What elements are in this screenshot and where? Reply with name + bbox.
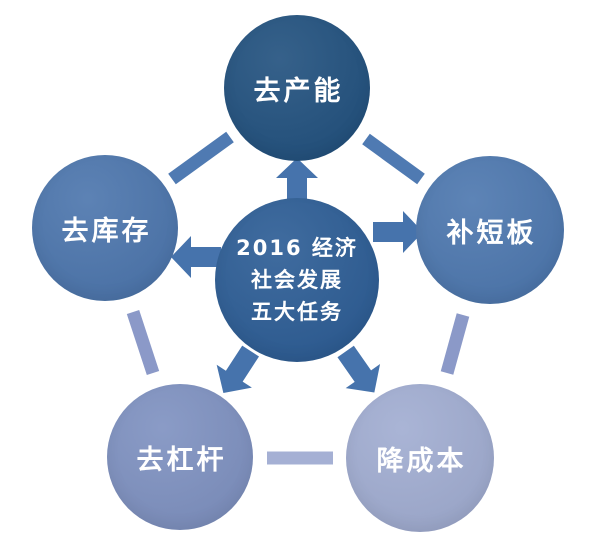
arrow-up-icon: [276, 158, 318, 208]
center-line-2: 社会发展: [250, 268, 343, 292]
node-reduce-costs: 降成本: [346, 384, 494, 532]
node-deleverage: 去杠杆: [107, 384, 253, 530]
node-strengthen-weaknesses: 补短板: [416, 156, 564, 304]
node-label: 降成本: [376, 445, 467, 477]
center-line-1: 2016 经济: [236, 236, 358, 260]
arrow-left-icon: [171, 236, 221, 278]
connector-top-right: [362, 133, 425, 185]
arrow-right-icon: [373, 211, 423, 253]
center-hub-text: 2016 经济 社会发展 五大任务: [236, 232, 358, 328]
node-label: 补短板: [446, 217, 537, 249]
node-label: 去杠杆: [136, 444, 227, 476]
connector-left-bottom: [126, 309, 160, 376]
center-line-3: 五大任务: [250, 300, 343, 324]
center-hub: 2016 经济 社会发展 五大任务: [215, 198, 379, 362]
arrow-down-right-icon: [337, 345, 381, 393]
node-label: 去库存: [61, 215, 152, 247]
arrow-down-left-icon: [216, 345, 260, 393]
node-label: 去产能: [253, 75, 344, 107]
connector-right-bottom: [440, 313, 470, 375]
connector-top-left: [168, 131, 234, 185]
node-reduce-capacity: 去产能: [224, 15, 370, 161]
node-reduce-inventory: 去库存: [32, 155, 178, 301]
